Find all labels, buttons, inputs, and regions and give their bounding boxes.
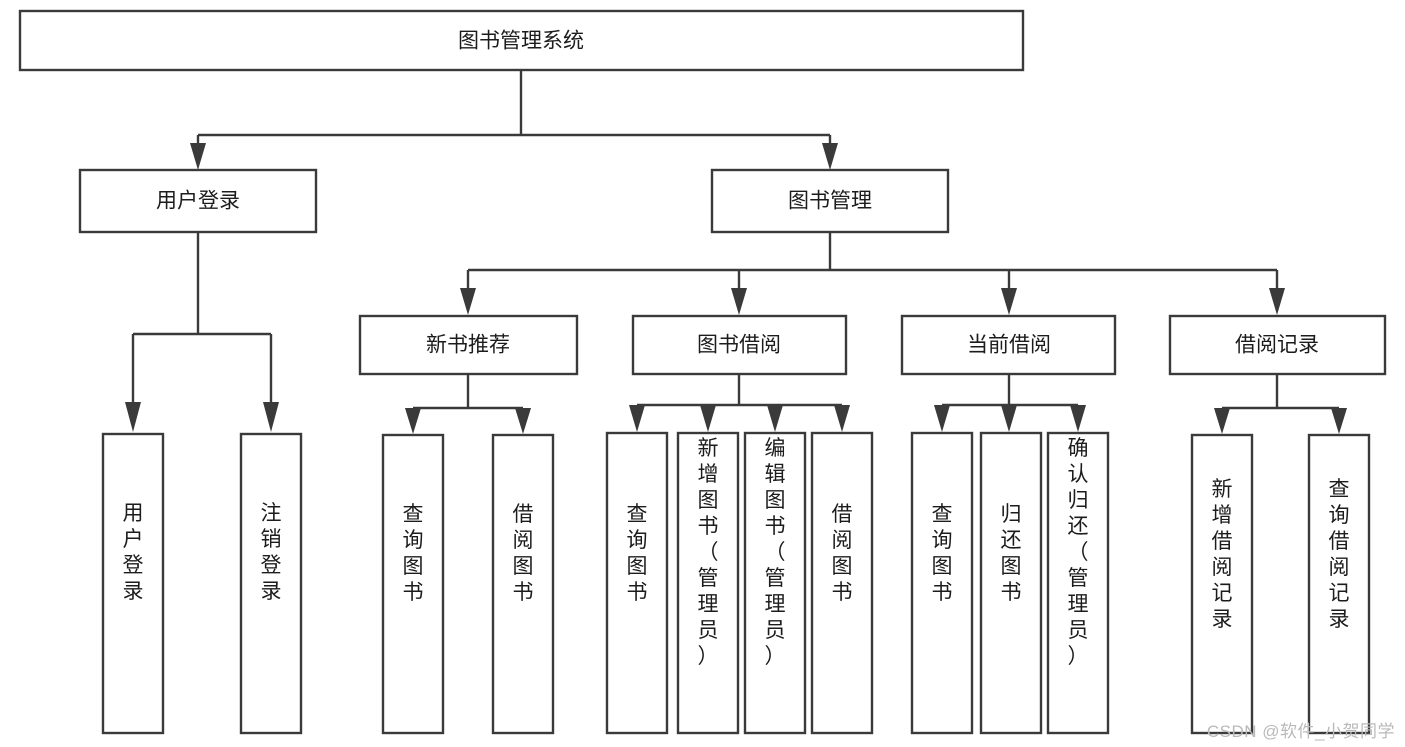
node-current-borrow-label: 当前借阅 [967,334,1051,357]
node-leaf-return-book[interactable]: 归还图书 [979,431,1043,735]
arrowhead-leaf-edit-book [767,405,783,432]
node-borrow-record-box[interactable] [1168,314,1387,376]
node-leaf-add-book-label: 新增图书（管理员） [698,437,719,668]
node-root[interactable]: 图书管理系统 [18,9,1025,72]
node-leaf-query-record-box[interactable] [1307,433,1371,735]
node-leaf-query-record[interactable]: 查询借阅记录 [1307,433,1371,735]
node-leaf-return-book-label: 归还图书 [1001,503,1022,604]
node-book-manage-label: 图书管理 [788,190,872,213]
node-leaf-user-login-box[interactable] [101,432,165,735]
node-leaf-user-login[interactable]: 用户登录 [101,432,165,735]
node-leaf-query-book-2[interactable]: 查询图书 [605,431,669,735]
node-leaf-query-book-1-box[interactable] [381,433,445,735]
arrowhead-current-borrow [1001,288,1017,315]
arrowhead-leaf-query-record [1331,408,1347,434]
arrowhead-leaf-borrow-book-1 [515,408,531,434]
node-leaf-query-record-label: 查询借阅记录 [1329,478,1350,631]
arrowhead-leaf-add-book [700,405,716,432]
node-leaf-edit-book-label: 编辑图书（管理员） [765,437,786,668]
node-leaf-query-book-3[interactable]: 查询图书 [910,431,974,735]
node-leaf-add-record[interactable]: 新增借阅记录 [1190,433,1254,735]
arrowhead-leaf-confirm-return [1070,405,1086,432]
arrowhead-leaf-query-book-2 [629,405,645,432]
node-current-borrow[interactable]: 当前借阅 [900,314,1117,376]
node-leaf-user-logout[interactable]: 注销登录 [239,432,303,735]
node-leaf-confirm-return-box[interactable] [1046,431,1110,735]
node-leaf-user-logout-box[interactable] [239,432,303,735]
node-leaf-user-login-label: 用户登录 [123,502,144,603]
arrowhead-new-book-recommend [460,288,476,315]
node-leaf-borrow-book-2-box[interactable] [810,431,874,735]
node-leaf-query-book-1[interactable]: 查询图书 [381,433,445,735]
node-new-book-recommend-label: 新书推荐 [426,334,510,357]
csdn-watermark: CSDN @软件_小贺同学 [1206,722,1395,741]
node-new-book-recommend-box[interactable] [358,314,579,376]
node-current-borrow-box[interactable] [900,314,1117,376]
node-leaf-query-book-2-label: 查询图书 [627,503,648,604]
arrowhead-book-manage [822,143,838,170]
node-leaf-add-book[interactable]: 新增图书（管理员） [676,431,740,735]
node-root-box[interactable] [18,9,1025,72]
arrowhead-leaf-borrow-book-2 [834,405,850,432]
arrowhead-leaf-user-logout [263,402,279,432]
node-borrow-record[interactable]: 借阅记录 [1168,314,1387,376]
node-book-manage-box[interactable] [710,168,950,234]
node-leaf-query-book-3-label: 查询图书 [932,503,953,604]
node-book-borrow[interactable]: 图书借阅 [631,314,848,376]
arrowhead-borrow-record [1269,288,1285,315]
node-leaf-borrow-book-2-label: 借阅图书 [832,503,853,604]
arrowhead-leaf-return-book [1001,405,1017,432]
node-leaf-confirm-return[interactable]: 确认归还（管理员） [1046,431,1110,735]
node-user-login-label: 用户登录 [156,190,240,213]
arrowhead-user-login [190,143,206,170]
node-root-label: 图书管理系统 [458,30,584,53]
connector-layer [125,70,1347,434]
node-leaf-query-book-2-box[interactable] [605,431,669,735]
arrowhead-leaf-query-book-1 [405,408,421,434]
node-leaf-add-book-box[interactable] [676,431,740,735]
node-leaf-borrow-book-2[interactable]: 借阅图书 [810,431,874,735]
node-leaf-query-book-1-label: 查询图书 [403,503,424,604]
node-book-borrow-label: 图书借阅 [697,334,781,357]
node-new-book-recommend[interactable]: 新书推荐 [358,314,579,376]
node-leaf-edit-book[interactable]: 编辑图书（管理员） [743,431,807,735]
node-user-login-box[interactable] [78,168,318,234]
node-leaf-edit-book-box[interactable] [743,431,807,735]
node-leaf-borrow-book-1-box[interactable] [491,433,555,735]
node-leaf-add-record-box[interactable] [1190,433,1254,735]
arrowhead-leaf-add-record [1214,408,1230,434]
node-book-manage[interactable]: 图书管理 [710,168,950,234]
node-book-borrow-box[interactable] [631,314,848,376]
node-user-login[interactable]: 用户登录 [78,168,318,234]
node-leaf-borrow-book-1[interactable]: 借阅图书 [491,433,555,735]
node-borrow-record-label: 借阅记录 [1235,334,1319,357]
node-leaf-add-record-label: 新增借阅记录 [1212,478,1233,631]
arrowhead-leaf-user-login [125,402,141,432]
node-leaf-return-book-box[interactable] [979,431,1043,735]
node-leaf-confirm-return-label: 确认归还（管理员） [1068,437,1089,668]
node-leaf-user-logout-label: 注销登录 [261,502,282,603]
arrowhead-leaf-query-book-3 [934,405,950,432]
node-leaf-borrow-book-1-label: 借阅图书 [513,503,534,604]
arrowhead-book-borrow [731,288,747,315]
node-leaf-query-book-3-box[interactable] [910,431,974,735]
